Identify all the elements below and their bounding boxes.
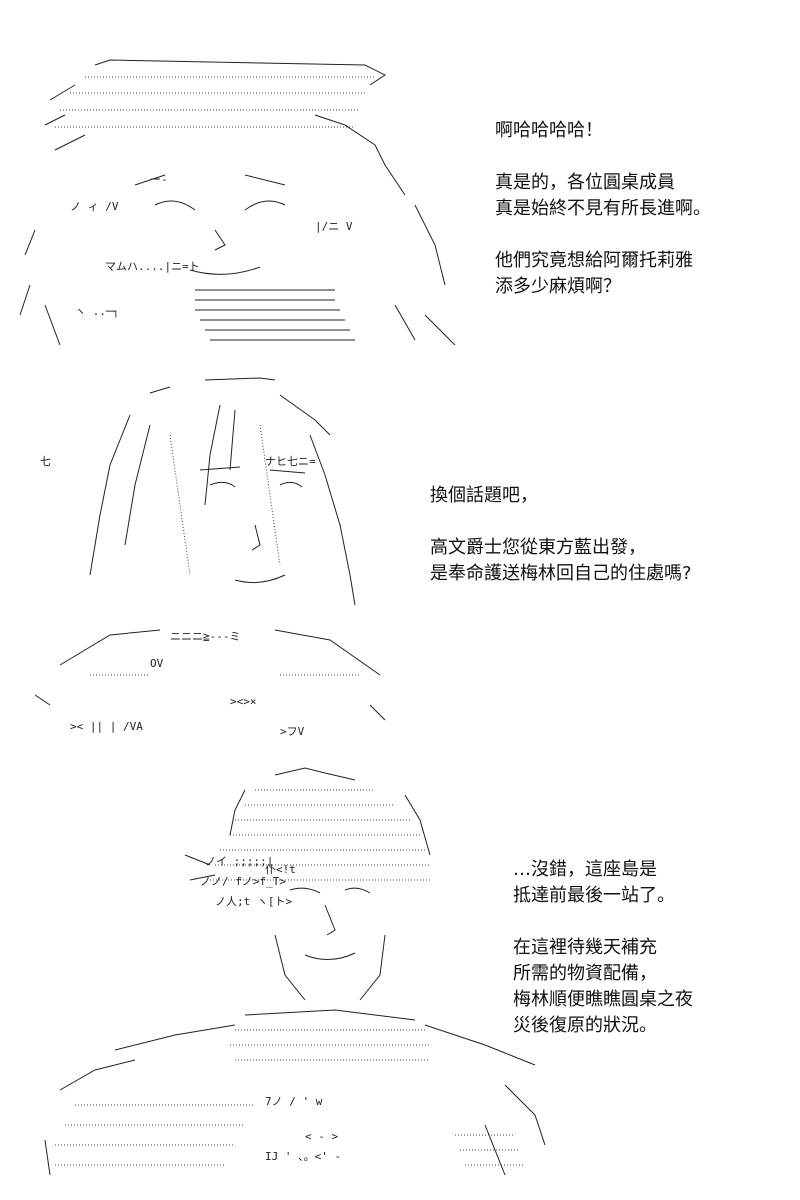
speech-line bbox=[430, 509, 692, 535]
speech-line: 梅林順便瞧瞧圓桌之夜 bbox=[513, 989, 693, 1010]
speech-line bbox=[495, 144, 711, 170]
svg-text:7ノ / ' w: 7ノ / ' w bbox=[265, 1095, 323, 1108]
svg-text:>フV: >フV bbox=[280, 725, 305, 738]
ascii-art-long-haired-figure-icon: ニニニ≧---ミ OV ><>× >< || | /VA >フV 七 ナヒ七ニ= bbox=[30, 375, 390, 745]
panel-1: ノ ィ /V マムハ....|ニ=ト ー- |/ニ V ヽ ..─┐ 啊哈哈哈哈… bbox=[0, 40, 800, 345]
speech-line: …沒錯，這座島是 bbox=[513, 859, 657, 880]
speech-text-3: …沒錯，這座島是 抵達前最後一站了。 在這裡待幾天補充 所需的物資配備， 梅林順… bbox=[513, 857, 693, 1039]
svg-text:ノノ/ fノ>f_T>: ノノ/ fノ>f_T> bbox=[200, 875, 286, 888]
speech-line: 所需的物資配備， bbox=[513, 963, 657, 984]
speech-line: 是奉命護送梅林回自己的住處嗎? bbox=[430, 563, 692, 584]
speech-line: 抵達前最後一站了。 bbox=[513, 885, 675, 906]
svg-text:ノ人;t ヽ[ト>: ノ人;t ヽ[ト> bbox=[215, 895, 292, 908]
speech-line bbox=[513, 909, 693, 935]
svg-text:ノイ ;;;;;|: ノイ ;;;;;| bbox=[205, 855, 273, 868]
speech-text-1: 啊哈哈哈哈！ 真是的，各位圓桌成員 真是始終不見有所長進啊。 他們究竟想給阿爾托… bbox=[495, 118, 711, 300]
svg-text:ナヒ七ニ=: ナヒ七ニ= bbox=[265, 455, 316, 468]
svg-text:ヽ ..─┐: ヽ ..─┐ bbox=[75, 305, 119, 318]
panel-3: ノイ ;;;;;| 仆<!t ノノ/ fノ>f_T> ノ人;t ヽ[ト> 7ノ … bbox=[0, 765, 800, 1185]
svg-text:< - >: < - > bbox=[305, 1130, 338, 1143]
svg-text:七: 七 bbox=[40, 455, 51, 468]
speech-line: 真是始終不見有所長進啊。 bbox=[495, 198, 711, 219]
speech-line: 啊哈哈哈哈！ bbox=[495, 120, 603, 141]
svg-text:OV: OV bbox=[150, 657, 164, 670]
speech-line: 高文爵士您從東方藍出發， bbox=[430, 537, 646, 558]
svg-text:>< || | /VA: >< || | /VA bbox=[70, 720, 143, 733]
speech-line: 他們究竟想給阿爾托莉雅 bbox=[495, 250, 693, 271]
svg-text:ニニニ≧---ミ: ニニニ≧---ミ bbox=[170, 630, 241, 643]
svg-text:仆<!t: 仆<!t bbox=[265, 863, 296, 876]
svg-text:ー-: ー- bbox=[150, 173, 168, 186]
speech-line: 換個話題吧， bbox=[430, 485, 538, 506]
svg-text:><>×: ><>× bbox=[230, 695, 257, 708]
svg-text:|/ニ V: |/ニ V bbox=[315, 220, 353, 233]
speech-line bbox=[495, 222, 711, 248]
panel-2: ニニニ≧---ミ OV ><>× >< || | /VA >フV 七 ナヒ七ニ=… bbox=[0, 370, 800, 745]
speech-line: 添多少麻煩啊？ bbox=[495, 276, 621, 297]
ascii-art-hooded-figure-icon: ノ ィ /V マムハ....|ニ=ト ー- |/ニ V ヽ ..─┐ bbox=[15, 55, 465, 345]
speech-line: 在這裡待幾天補充 bbox=[513, 937, 657, 958]
speech-text-2: 換個話題吧， 高文爵士您從東方藍出發， 是奉命護送梅林回自己的住處嗎? bbox=[430, 483, 692, 587]
svg-text:IJ ' 、。<' -: IJ ' 、。<' - bbox=[265, 1150, 341, 1163]
speech-line: 災後復原的狀況。 bbox=[513, 1015, 657, 1036]
svg-text:マムハ....|ニ=ト: マムハ....|ニ=ト bbox=[105, 260, 200, 273]
speech-line: 真是的，各位圓桌成員 bbox=[495, 172, 675, 193]
svg-text:ノ ィ /V: ノ ィ /V bbox=[70, 200, 119, 213]
ascii-art-short-haired-figure-icon: ノイ ;;;;;| 仆<!t ノノ/ fノ>f_T> ノ人;t ヽ[ト> 7ノ … bbox=[35, 765, 555, 1185]
